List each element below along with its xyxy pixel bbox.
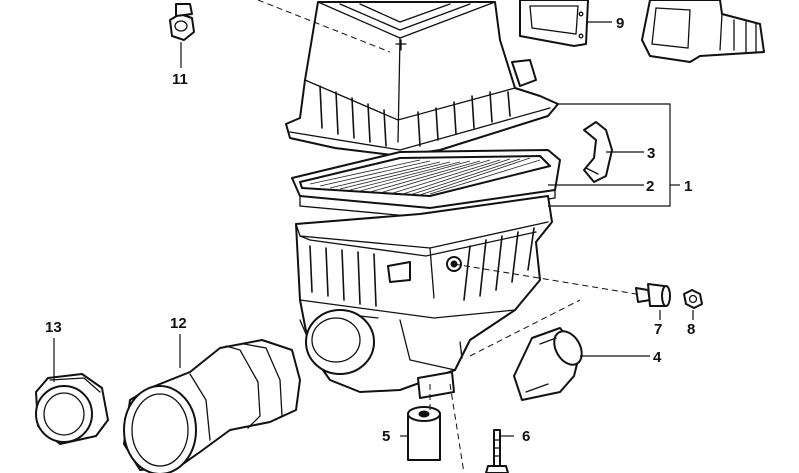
stud-pin[interactable]: [485, 429, 509, 473]
air-filter-element[interactable]: [291, 149, 561, 219]
intake-boot[interactable]: [35, 373, 109, 445]
callout-3: 3: [647, 145, 655, 162]
callout-8: 8: [687, 321, 695, 338]
grommet[interactable]: [407, 406, 441, 461]
screw[interactable]: [635, 283, 671, 307]
hex-nut[interactable]: [683, 289, 703, 309]
callout-4: 4: [653, 349, 662, 366]
callout-9: 9: [616, 15, 624, 32]
air-filter-housing-lower[interactable]: [295, 195, 553, 399]
mounting-bracket[interactable]: [519, 0, 589, 47]
rubber-sleeve[interactable]: [513, 326, 587, 401]
callout-5: 5: [382, 428, 390, 445]
nut[interactable]: [169, 3, 195, 41]
callout-13: 13: [45, 319, 62, 336]
air-duct-connector[interactable]: [641, 0, 765, 63]
callout-10: 10: [612, 0, 629, 2]
callout-12: 12: [170, 315, 187, 332]
callout-2: 2: [646, 178, 654, 195]
callout-7: 7: [654, 321, 662, 338]
callout-11: 11: [172, 71, 188, 88]
callout-1: 1: [684, 178, 692, 195]
clip[interactable]: [583, 121, 613, 183]
intake-duct[interactable]: [123, 339, 301, 473]
callout-6: 6: [522, 428, 530, 445]
air-filter-housing-lid[interactable]: [285, 1, 559, 157]
